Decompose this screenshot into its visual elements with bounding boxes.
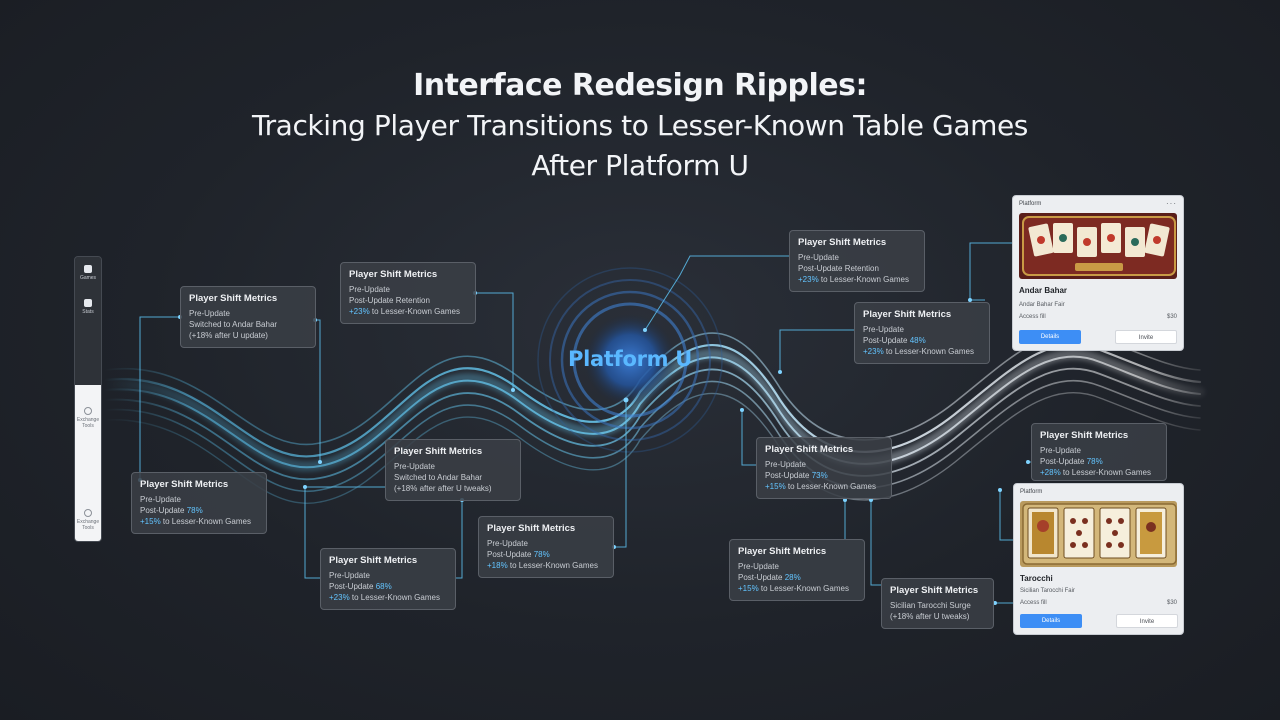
sidebar-item-label: Exchange Tools [76,417,100,429]
sidebar-item-stats[interactable]: Stats [75,299,101,315]
hub-label: Platform U [568,347,692,371]
more-icon[interactable]: ··· [1166,199,1177,208]
game-price: $30 [1166,314,1177,320]
platform-panel-andar-bahar: Platform ··· Andar Bahar Andar Bahar Fai… [1012,195,1184,351]
metric-card: Player Shift Metrics Pre-Update Post-Upd… [854,302,990,364]
metric-percentage: +23% [349,307,370,316]
title-line-2: Tracking Player Transitions to Lesser-Kn… [251,109,1028,142]
platform-hub [537,267,723,453]
panel-header: Platform [1020,489,1043,495]
exchange-icon [84,407,92,415]
sidebar-item-label: Exchange Tools [76,519,100,531]
metric-card: Player Shift Metrics Pre-Update Post-Upd… [789,230,925,292]
metric-percentage: +15% [765,482,786,491]
metric-percentage: +23% [798,275,819,284]
sidebar-item-exchange-tools[interactable]: Exchange Tools [75,407,101,429]
game-title: Andar Bahar [1019,286,1068,295]
invite-button[interactable]: Invite [1116,614,1178,628]
game-price: $30 [1166,600,1177,606]
metric-percentage: 78% [186,506,203,515]
title-line-3: After Platform U [531,149,749,182]
metric-percentage: 78% [533,550,550,559]
game-art-tarocchi [1020,501,1177,567]
title-line-1: Interface Redesign Ripples: [413,68,867,103]
sidebar: Games Stats Exchange Tools Exchange Tool… [74,256,102,542]
metric-percentage: 78% [1086,457,1103,466]
metric-card: Player Shift Metrics Pre-Update Post-Upd… [729,539,865,601]
page-title: Interface Redesign Ripples: Tracking Pla… [0,66,1280,186]
metric-percentage: +15% [738,584,759,593]
game-title: Tarocchi [1020,574,1053,583]
metric-card: Player Shift Metrics Pre-Update Switched… [385,439,521,501]
details-button[interactable]: Details [1019,330,1081,344]
metric-percentage: 68% [375,582,392,591]
exchange-icon [84,509,92,517]
metric-percentage: +18% [487,561,508,570]
sidebar-item-games[interactable]: Games [75,265,101,281]
metric-percentage: +28% [1040,468,1061,477]
metric-card: Player Shift Metrics Sicilian Tarocchi S… [881,578,994,629]
platform-panel-tarocchi: Platform Tarocchi Sicilian Tarocchi Fair… [1013,483,1184,635]
sidebar-item-label: Stats [82,309,94,315]
panel-header: Platform [1019,201,1042,207]
sidebar-item-label: Games [79,275,97,281]
metric-card: Player Shift Metrics Pre-Update Post-Upd… [1031,423,1167,481]
metric-percentage: +15% [140,517,161,526]
game-access: Access fill [1020,600,1047,606]
sidebar-item-exchange-tools-2[interactable]: Exchange Tools [75,509,101,531]
details-button[interactable]: Details [1020,614,1082,628]
game-art-andar-bahar [1019,213,1177,279]
game-icon [84,265,92,273]
metric-card: Player Shift Metrics Pre-Update Post-Upd… [131,472,267,534]
metric-percentage: +23% [863,347,884,356]
metric-percentage: 73% [811,471,828,480]
stats-icon [84,299,92,307]
game-meta: $30 Access fill [1020,600,1177,606]
metric-card: Player Shift Metrics Pre-Update Post-Upd… [756,437,892,499]
metric-percentage: 28% [784,573,801,582]
metric-percentage: +23% [329,593,350,602]
metric-card: Player Shift Metrics Pre-Update Post-Upd… [340,262,476,324]
game-meta: $30 Access fill [1019,314,1177,320]
metric-card: Player Shift Metrics Pre-Update Post-Upd… [478,516,614,578]
game-subtitle: Sicilian Tarocchi Fair [1020,588,1075,594]
game-access: Access fill [1019,314,1046,320]
metric-card: Player Shift Metrics Pre-Update Post-Upd… [320,548,456,610]
game-subtitle: Andar Bahar Fair [1019,302,1065,308]
metric-card: Player Shift Metrics Pre-Update Switched… [180,286,316,348]
invite-button[interactable]: Invite [1115,330,1177,344]
metric-percentage: 48% [909,336,926,345]
